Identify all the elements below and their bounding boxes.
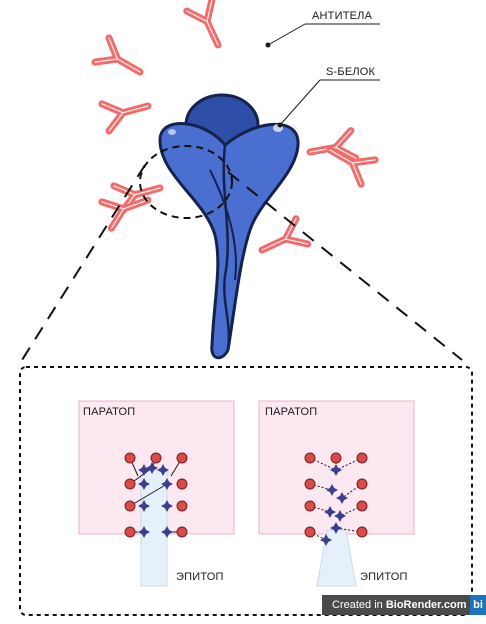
spike-protein-icon <box>158 93 300 360</box>
epitope-residue-star-icon <box>161 478 173 490</box>
atom-node <box>124 478 136 490</box>
zoom-line-left <box>21 164 146 361</box>
atom-node <box>176 452 188 464</box>
epitope-residue-star-icon <box>336 492 348 504</box>
atom-node <box>150 452 162 464</box>
epitope-residue-star-icon <box>138 478 150 490</box>
biorender-watermark[interactable]: Created in BioRender.com bi <box>322 595 486 615</box>
epitope-residue-star-icon <box>161 526 173 538</box>
atom-node <box>356 478 368 490</box>
atom-node <box>304 452 316 464</box>
atom-node <box>124 526 136 538</box>
atom-node <box>304 478 316 490</box>
leader-line-spike <box>277 79 380 128</box>
atom-node <box>176 500 188 512</box>
biorender-logo-icon: bi <box>470 595 486 615</box>
atom-node <box>124 500 136 512</box>
atom-node <box>356 452 368 464</box>
atom-node <box>304 526 316 538</box>
epitope-residue-star-icon <box>138 464 150 476</box>
epitope-residue-star-icon <box>138 500 150 512</box>
atom-node <box>304 500 316 512</box>
label-paratope-left: ПАРАТОП <box>83 406 136 418</box>
epitope-residue-star-icon <box>330 522 342 534</box>
antibody-1-icon <box>187 0 231 51</box>
antibody-2-icon <box>95 38 147 84</box>
epitope-residue-star-icon <box>324 506 336 518</box>
epitope-residue-star-icon <box>146 462 158 474</box>
atom-node <box>356 526 368 538</box>
epitope-residue-star-icon <box>334 510 346 522</box>
zoom-line-right <box>227 171 463 361</box>
epitope-residue-star-icon <box>161 500 173 512</box>
watermark-brand: BioRender.com <box>385 599 467 611</box>
zoom-frame <box>19 366 473 616</box>
epitope-residue-star-icon <box>320 534 332 546</box>
atom-node <box>124 452 136 464</box>
epitope-residue-star-icon <box>138 526 150 538</box>
zoom-circle <box>139 145 233 219</box>
leader-line-antibodies <box>265 23 380 48</box>
label-paratope-right: ПАРАТОП <box>265 406 318 418</box>
atom-node <box>330 452 342 464</box>
atom-node <box>176 478 188 490</box>
label-spike-protein: S-БЕЛОК <box>326 66 376 78</box>
antibody-7-icon <box>256 219 308 263</box>
label-epitope-right: ЭПИТОП <box>360 571 408 583</box>
epitope-right <box>316 529 357 587</box>
watermark-prefix: Created in <box>332 599 383 611</box>
label-epitope-left: ЭПИТОП <box>176 571 224 583</box>
label-antibodies: АНТИТЕЛА <box>312 10 373 22</box>
epitope-residue-star-icon <box>157 464 169 476</box>
atom-node <box>356 500 368 512</box>
epitope-residue-star-icon <box>326 484 338 496</box>
antibody-3-icon <box>102 92 152 130</box>
epitope-residue-star-icon <box>330 464 342 476</box>
atom-node <box>176 526 188 538</box>
